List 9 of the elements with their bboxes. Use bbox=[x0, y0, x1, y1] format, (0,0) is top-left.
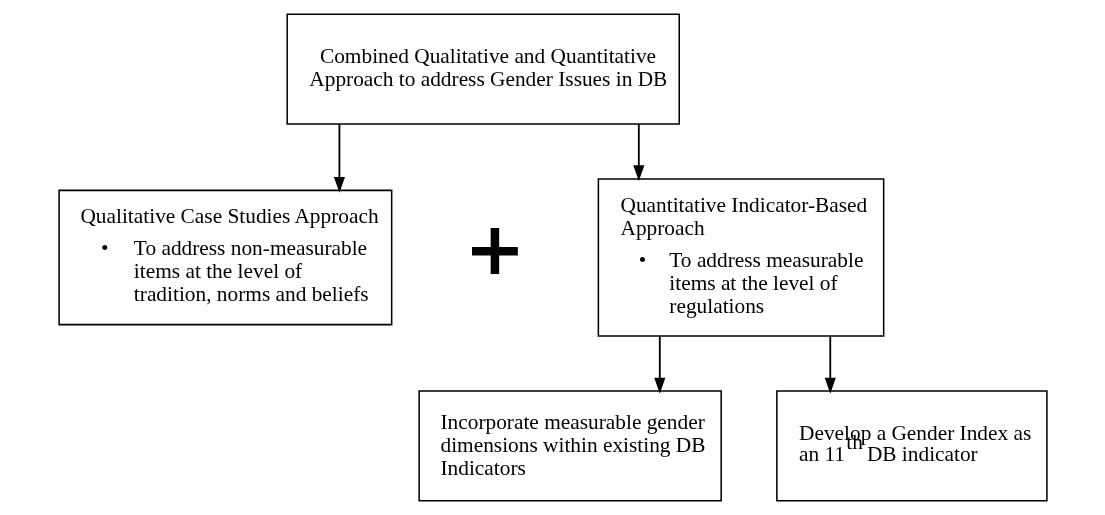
arrow bbox=[333, 123, 345, 193]
arrow bbox=[824, 335, 836, 394]
arrow bbox=[653, 335, 665, 394]
node-box: Qualitative Case Studies Approach • To address non-measurable items at the level of tradition, norms and beliefs bbox=[57, 189, 392, 326]
node-box: Quantitative Indicator-Based Approach • To address measurable items at the level of regulations bbox=[597, 178, 884, 337]
arrow bbox=[632, 123, 644, 182]
node-box: Incorporate measurable gender dimensions within existing DB Indicators bbox=[417, 390, 722, 502]
node-box: Combined Qualitative and Quantitative Approach to address Gender Issues in DB bbox=[285, 13, 680, 125]
label: + bbox=[463, 206, 525, 292]
